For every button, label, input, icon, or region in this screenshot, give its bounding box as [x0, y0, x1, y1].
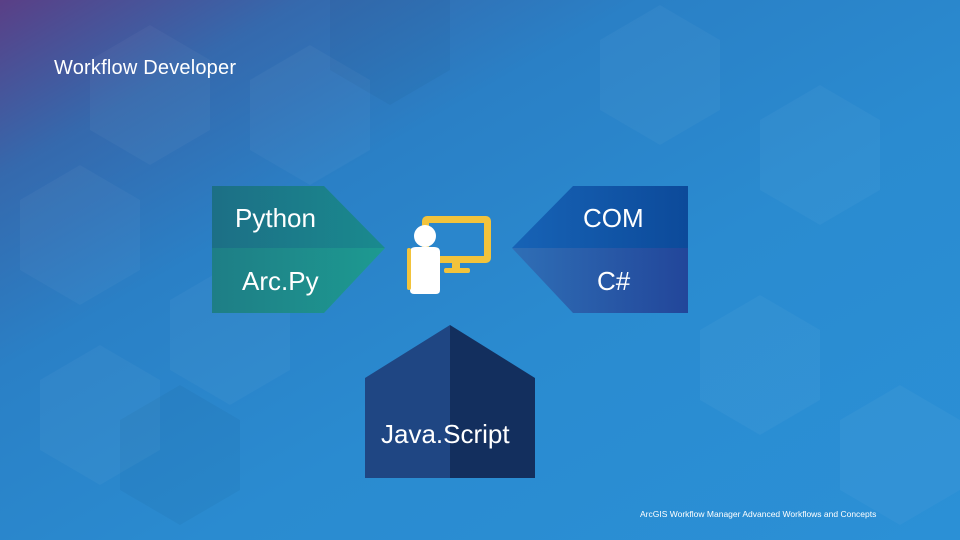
javascript-shape-left	[365, 325, 450, 478]
csharp-label: C#	[597, 266, 631, 296]
arcpy-label: Arc.Py	[242, 266, 319, 296]
slide-title: Workflow Developer	[54, 57, 237, 79]
python-shape	[212, 186, 385, 248]
javascript-label: Java.Script	[381, 419, 510, 449]
javascript-shape-right	[450, 325, 535, 478]
python-label: Python	[235, 203, 316, 233]
com-shape	[512, 186, 688, 248]
csharp-shape	[512, 248, 688, 313]
com-label: COM	[583, 203, 644, 233]
arcpy-shape	[212, 248, 385, 313]
footer-text: ArcGIS Workflow Manager Advanced Workflo…	[640, 509, 877, 519]
developer-at-computer-icon	[407, 216, 491, 294]
